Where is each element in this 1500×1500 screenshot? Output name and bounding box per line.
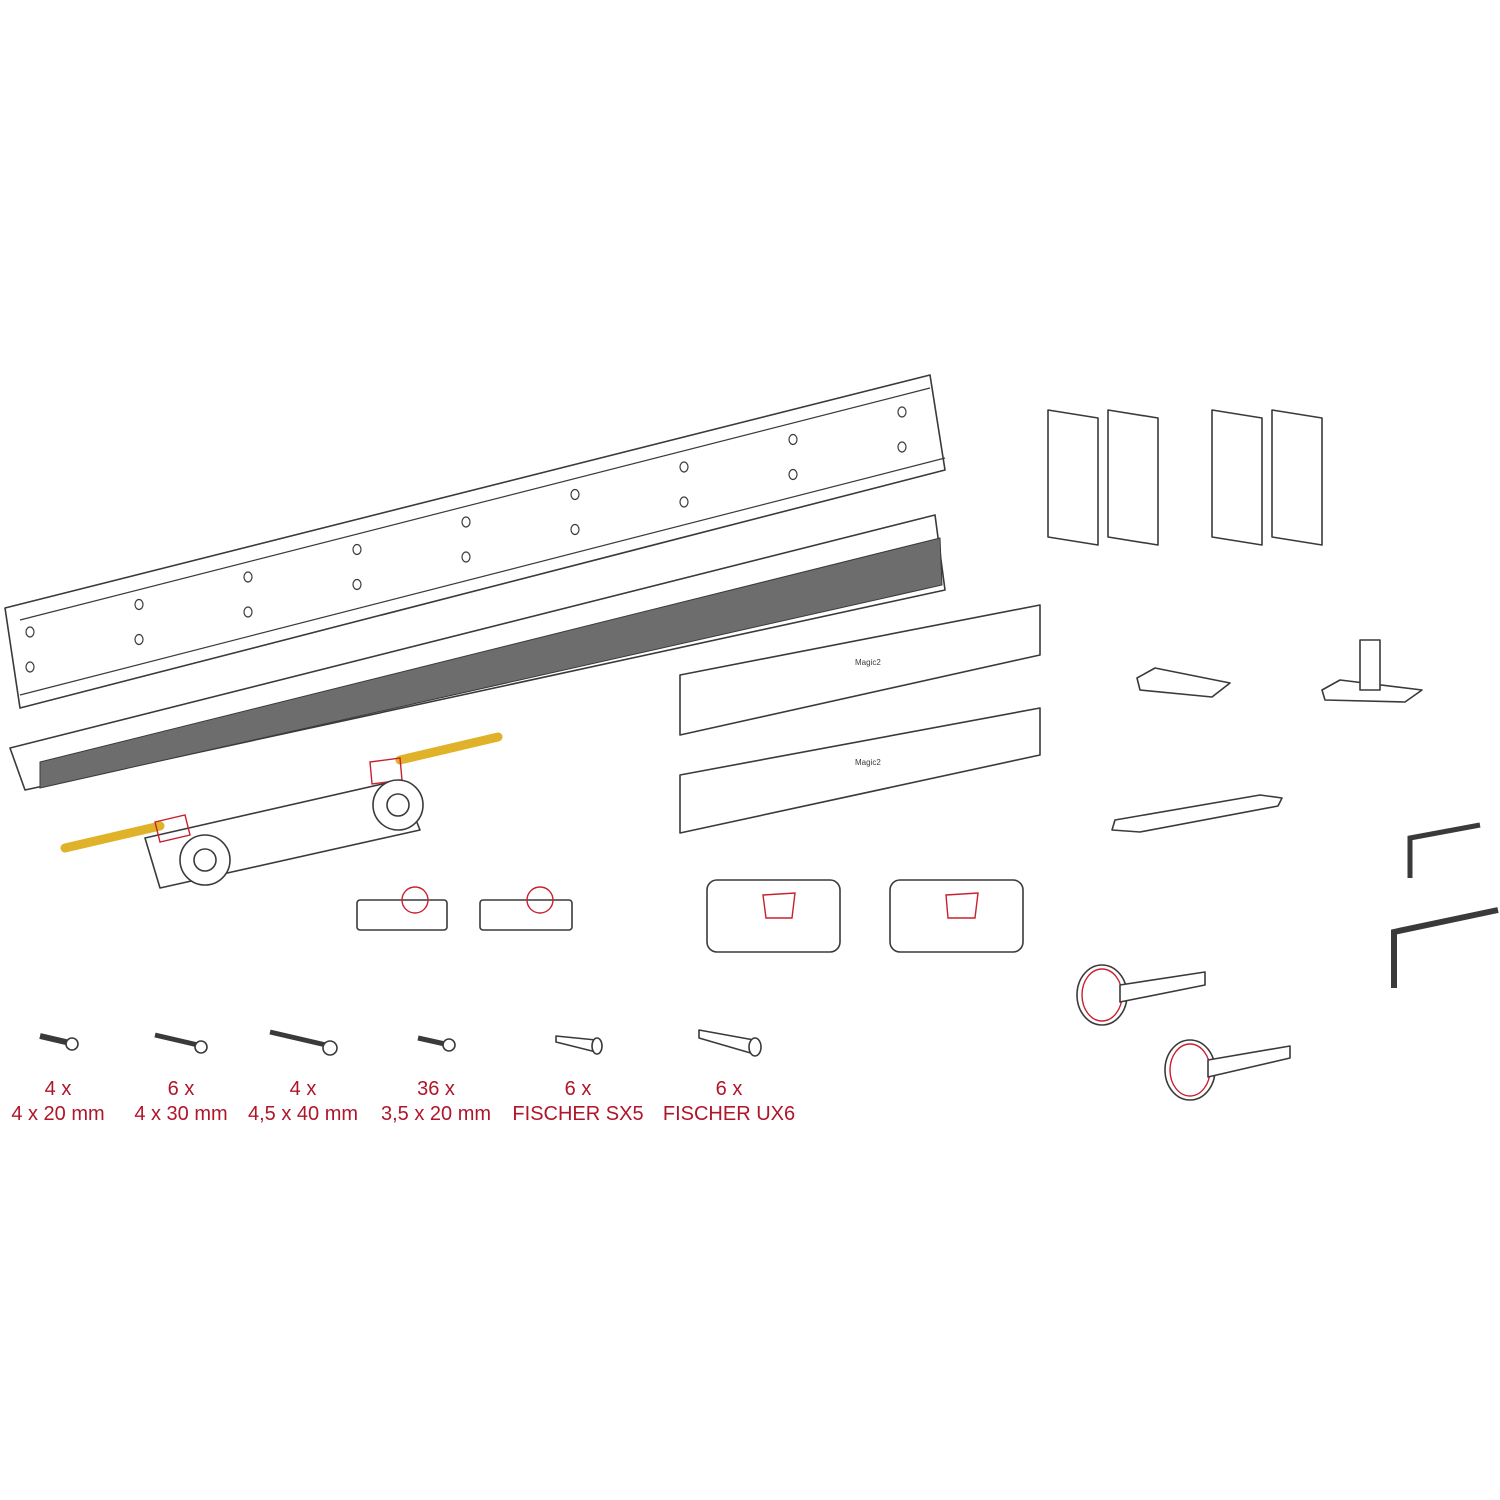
fastener-label: 4 x 4,5 x 40 mm [218,1077,388,1127]
mounting-plates [1136,639,1423,703]
spec: 3,5 x 20 mm [380,1103,492,1125]
rail-hole [897,406,907,418]
rail-hole [461,516,471,528]
fastener-icons [39,1029,762,1057]
floor-guides [356,886,573,931]
rail-hole [243,606,253,618]
spec: 4 x 20 mm [11,1103,105,1125]
top-rail [4,374,946,709]
adhesive-pads [1047,409,1323,546]
spec: 4,5 x 40 mm [247,1103,359,1125]
rail-hole [134,598,144,611]
fastener-label: 6 x FISCHER UX6 [644,1077,814,1127]
fastener-label: 36 x 3,5 x 20 mm [351,1077,521,1127]
wrench [1111,794,1283,833]
fastener-label: 6 x FISCHER SX5 [493,1077,663,1127]
rail-hole [134,633,144,646]
fastener-label: 6 x 4 x 30 mm [96,1077,266,1127]
logo-text: Magic2 [855,758,881,767]
rail-hole [897,441,907,453]
stopper-blocks [706,879,1024,953]
brush-profile [9,514,946,791]
rail-hole [679,461,689,473]
quantity: 6 x [564,1078,592,1100]
soft-close-dampers: Magic2 Magic2 [679,604,1041,834]
rail-hole [352,578,362,591]
rail-hole [570,488,580,501]
allen-keys [1391,822,1499,988]
logo-text: Magic2 [855,658,881,667]
rail-hole [570,523,580,536]
rail-hole [25,626,35,638]
spec: FISCHER SX5 [512,1103,644,1125]
spec: FISCHER UX6 [662,1103,796,1125]
rail-hole [679,496,689,508]
quantity: 4 x [289,1078,317,1100]
quantity: 6 x [167,1078,195,1100]
quantity: 4 x [44,1078,72,1100]
spec: 4 x 30 mm [134,1103,228,1125]
rail-hole [788,433,798,446]
rail-hole [461,551,471,563]
rail-hole [788,468,798,481]
rail-hole [25,661,35,673]
wheel-brackets [1076,964,1291,1101]
quantity: 36 x [417,1078,455,1100]
rail-hole [352,543,362,556]
trolley-assembly [60,732,503,889]
rail-hole [243,571,253,583]
fastener-label: 4 x 4 x 20 mm [0,1077,143,1127]
quantity: 6 x [715,1078,743,1100]
